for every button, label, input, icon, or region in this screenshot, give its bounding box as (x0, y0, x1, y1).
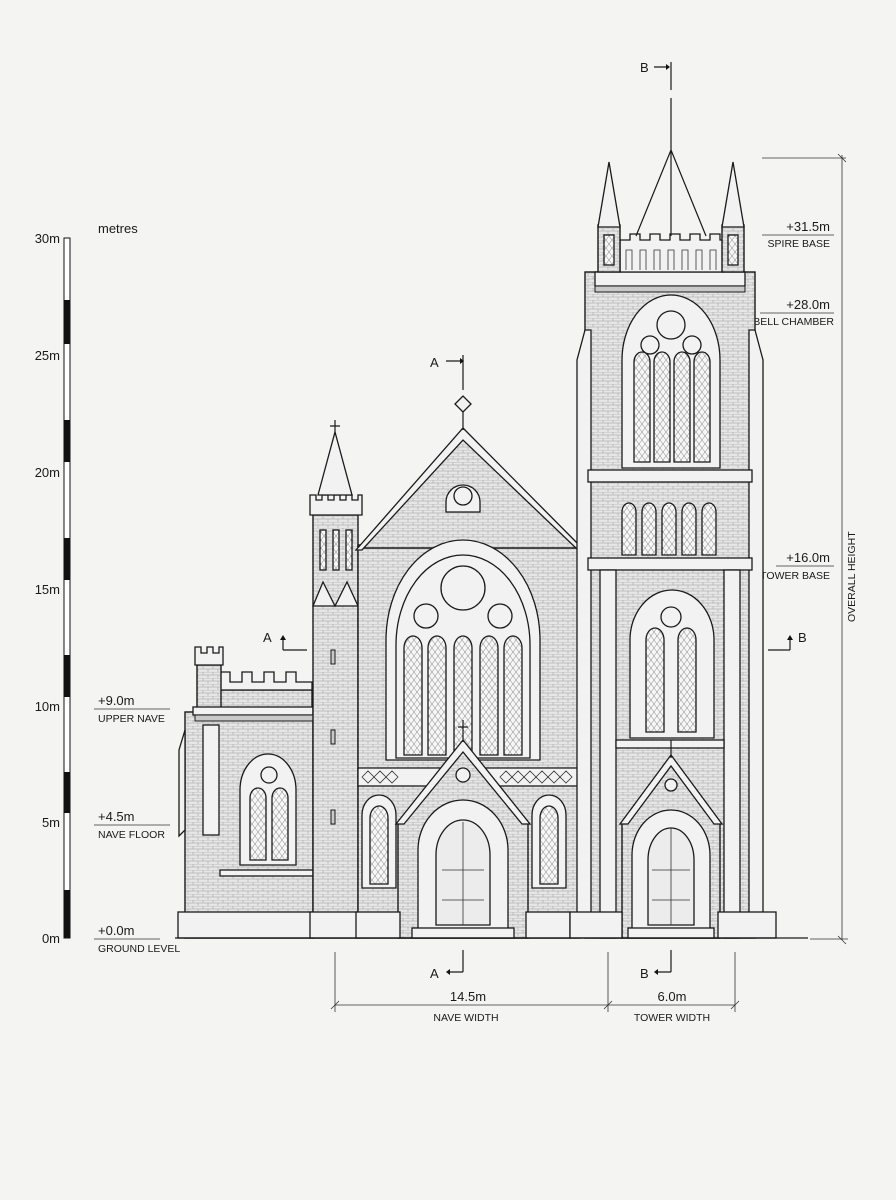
level-value: +31.5m (786, 219, 830, 234)
section-label: B (798, 630, 807, 645)
level-name: NAVE FLOOR (98, 829, 165, 841)
tower-width-value: 6.0m (658, 989, 687, 1004)
scale-tick: 5m (42, 815, 60, 830)
scale-tick: 10m (35, 699, 60, 714)
church-building (175, 98, 808, 939)
level-name: SPIRE BASE (768, 238, 830, 250)
bell-tower (569, 98, 777, 939)
scale-tick: 25m (35, 348, 60, 363)
section-label: A (430, 355, 439, 370)
level-name: UPPER NAVE (98, 713, 165, 725)
section-marker-a-left: A (263, 630, 307, 651)
width-dimensions: 14.5m NAVE WIDTH 6.0m TOWER WIDTH (330, 952, 740, 1024)
section-marker-b-bottom: B (640, 950, 672, 981)
scale-tick: 20m (35, 465, 60, 480)
left-wing (177, 646, 314, 939)
nave-width-value: 14.5m (450, 989, 486, 1004)
level-value: +28.0m (786, 297, 830, 312)
section-markers: A A A B B B (263, 60, 807, 981)
nave-facade (354, 395, 586, 939)
overall-height-label: OVERALL HEIGHT (846, 531, 858, 622)
section-label: A (430, 966, 439, 981)
section-marker-b-top: B (640, 60, 672, 90)
scale-tick: 30m (35, 231, 60, 246)
level-value: +16.0m (786, 550, 830, 565)
level-value: +4.5m (98, 809, 135, 824)
level-name: BELL CHAMBER (753, 316, 834, 328)
section-marker-a-bottom: A (430, 950, 464, 981)
right-level-labels: +31.5m SPIRE BASE +28.0m BELL CHAMBER +1… (753, 153, 858, 945)
scale-tick: 15m (35, 582, 60, 597)
section-marker-b-right: B (768, 630, 807, 651)
section-label: B (640, 966, 649, 981)
section-label: B (640, 60, 649, 75)
level-value: +0.0m (98, 923, 135, 938)
level-value: +9.0m (98, 693, 135, 708)
section-label: A (263, 630, 272, 645)
nave-width-label: NAVE WIDTH (433, 1012, 498, 1024)
tower-width-label: TOWER WIDTH (634, 1012, 710, 1024)
scale-unit-label: metres (98, 221, 138, 236)
left-level-labels: +9.0m UPPER NAVE +4.5m NAVE FLOOR +0.0m … (94, 693, 180, 955)
section-marker-a-top: A (430, 355, 464, 390)
height-scale-bar: metres 0m 5m 10m 15m 20m 25m 30m (35, 221, 139, 946)
scale-tick: 0m (42, 931, 60, 946)
level-name: GROUND LEVEL (98, 943, 180, 955)
stair-turret (309, 420, 363, 939)
level-name: TOWER BASE (760, 570, 830, 582)
